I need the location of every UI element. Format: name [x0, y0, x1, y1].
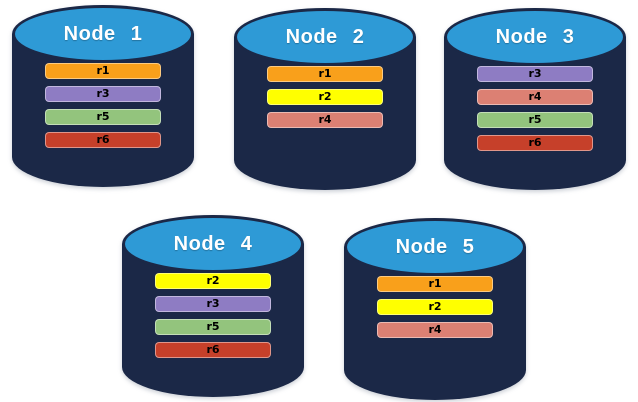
replica-bar-r2: r2 [377, 299, 493, 315]
replica-bar-r3: r3 [45, 86, 161, 102]
node-3-cylinder: Node 3 r3 r4 r5 r6 [444, 6, 626, 190]
node-4-title: Node 4 [173, 232, 253, 255]
replica-bar-r5: r5 [45, 109, 161, 125]
node-1-cylinder: Node 1 r1 r3 r5 r6 [12, 3, 194, 187]
node-5-cylinder: Node 5 r1 r2 r4 [344, 216, 526, 400]
node-1-title: Node 1 [63, 22, 143, 45]
replica-bar-r2: r2 [267, 89, 383, 105]
node-3-cylinder-top: Node 3 [444, 8, 626, 66]
replica-bar-r5: r5 [155, 319, 271, 335]
node-4-replica-list: r2 r3 r5 r6 [155, 273, 271, 358]
replica-bar-r3: r3 [477, 66, 593, 82]
node-1-replica-list: r1 r3 r5 r6 [45, 63, 161, 148]
node-2-cylinder: Node 2 r1 r2 r4 [234, 6, 416, 190]
replica-bar-r2: r2 [155, 273, 271, 289]
node-4-cylinder: Node 4 r2 r3 r5 r6 [122, 213, 304, 397]
replica-bar-r1: r1 [45, 63, 161, 79]
node-2-replica-list: r1 r2 r4 [267, 66, 383, 128]
node-3-title: Node 3 [495, 25, 575, 48]
node-1-cylinder-top: Node 1 [12, 5, 194, 63]
replica-bar-r4: r4 [477, 89, 593, 105]
replica-bar-r4: r4 [377, 322, 493, 338]
replica-bar-r5: r5 [477, 112, 593, 128]
replica-bar-r1: r1 [377, 276, 493, 292]
node-2-title: Node 2 [285, 25, 365, 48]
node-5-title: Node 5 [395, 235, 475, 258]
node-2-cylinder-top: Node 2 [234, 8, 416, 66]
replica-bar-r6: r6 [45, 132, 161, 148]
node-5-cylinder-top: Node 5 [344, 218, 526, 276]
node-4-cylinder-top: Node 4 [122, 215, 304, 273]
node-5-replica-list: r1 r2 r4 [377, 276, 493, 338]
replica-bar-r6: r6 [155, 342, 271, 358]
replica-bar-r3: r3 [155, 296, 271, 312]
replica-bar-r4: r4 [267, 112, 383, 128]
replica-bar-r1: r1 [267, 66, 383, 82]
replica-bar-r6: r6 [477, 135, 593, 151]
node-3-replica-list: r3 r4 r5 r6 [477, 66, 593, 151]
